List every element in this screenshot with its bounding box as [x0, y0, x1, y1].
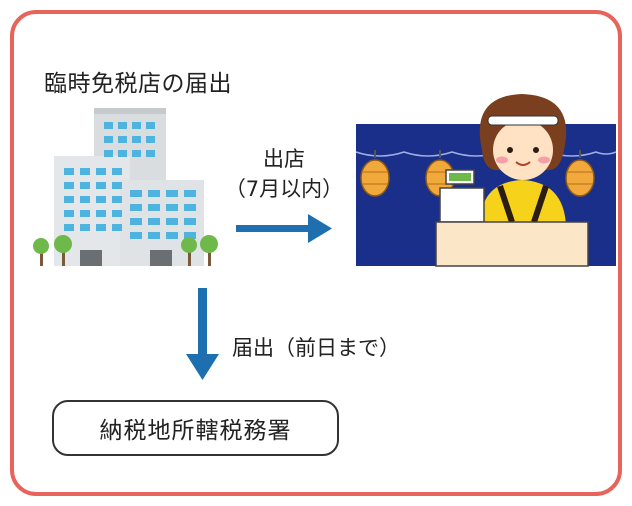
lantern-icon	[360, 150, 595, 197]
report-arrow-label: 届出（前日まで）	[232, 336, 400, 360]
shop-arrow-label: 出店 （7月以内）	[222, 144, 346, 204]
vendor-person-icon	[479, 94, 567, 226]
cash-register-icon	[439, 169, 485, 223]
tax-office-label: 納税地所轄税務署	[99, 418, 292, 444]
tree-icon	[33, 235, 218, 266]
shop-arrow	[236, 214, 332, 243]
festival-stall-icon	[355, 94, 617, 267]
tax-office-box: 納税地所轄税務署	[52, 400, 339, 456]
shop-arrow-label-line1: 出店	[263, 147, 305, 171]
report-arrow	[186, 288, 219, 380]
diagram-title: 臨時免税店の届出	[44, 71, 232, 97]
shop-arrow-label-line2: （7月以内）	[224, 177, 344, 201]
